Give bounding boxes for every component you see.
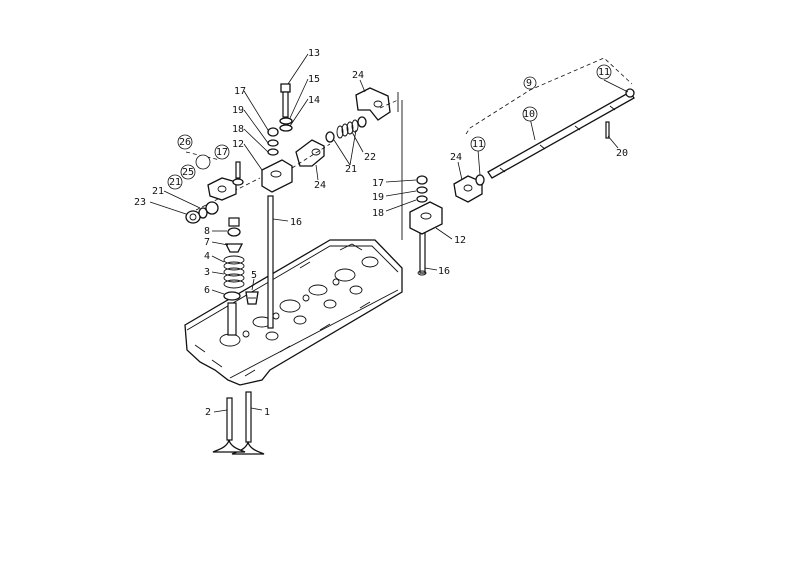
label-11-left: 11	[472, 139, 484, 150]
label-25: 25	[182, 167, 194, 178]
label-10: 10	[523, 109, 535, 120]
rocker-spring	[325, 116, 367, 143]
label-6: 6	[204, 285, 210, 296]
shaft-pin	[605, 121, 610, 139]
label-3: 3	[204, 267, 210, 278]
label-17-cluster: 17	[216, 147, 228, 158]
callout-labels: 1 2 3 4 5 6 7 8 9 10 11 11 12 12 13 14 1…	[134, 48, 628, 418]
rocker-arm-lower-left	[295, 139, 325, 167]
label-13: 13	[308, 48, 320, 59]
label-1: 1	[264, 407, 270, 418]
intake-valve	[212, 397, 246, 453]
label-14: 14	[308, 95, 320, 106]
adjust-screw	[232, 161, 244, 186]
valve-stem-seal	[245, 291, 259, 305]
label-21-cluster: 21	[169, 177, 181, 188]
rocker-arm-top	[355, 87, 391, 121]
label-24-right: 24	[450, 152, 462, 163]
shaft-plug-right	[625, 88, 635, 98]
rocker-support-left	[261, 159, 293, 193]
label-2: 2	[205, 407, 211, 418]
push-rod-left	[267, 195, 274, 329]
label-18-left: 18	[232, 124, 244, 135]
rocker-arm-right	[453, 175, 483, 203]
label-11-right: 11	[598, 67, 610, 78]
label-7: 7	[204, 237, 210, 248]
label-19-left: 19	[232, 105, 244, 116]
label-21-left: 21	[152, 186, 164, 197]
rocker-arm-left-cluster	[207, 177, 237, 201]
rocker-washers-left	[267, 117, 293, 156]
label-26: 26	[179, 137, 191, 148]
label-18-right: 18	[372, 208, 384, 219]
label-17-top: 17	[234, 86, 246, 97]
cylinder-head	[184, 239, 403, 386]
label-21-top: 21	[345, 164, 357, 175]
label-4: 4	[204, 251, 210, 262]
label-17-right: 17	[372, 178, 384, 189]
label-24-mid: 24	[314, 180, 326, 191]
label-16-left: 16	[290, 217, 302, 228]
label-24-top: 24	[352, 70, 364, 81]
rocker-washers-right	[416, 175, 428, 203]
label-23: 23	[134, 197, 146, 208]
label-16-right: 16	[438, 266, 450, 277]
label-12-left: 12	[232, 139, 244, 150]
label-15: 15	[308, 74, 320, 85]
label-12-right: 12	[454, 235, 466, 246]
label-8: 8	[204, 226, 210, 237]
label-22: 22	[364, 152, 376, 163]
rocker-bolt	[280, 83, 291, 118]
shaft-plug-left	[475, 174, 485, 186]
label-5: 5	[251, 270, 257, 281]
exhaust-valve	[231, 391, 265, 455]
label-20: 20	[616, 148, 628, 159]
left-washers	[185, 201, 219, 224]
rocker-shaft	[487, 91, 635, 179]
rocker-support-right	[409, 201, 443, 235]
label-19-right: 19	[372, 192, 384, 203]
valve-spring-stack	[223, 217, 245, 336]
label-9: 9	[526, 78, 532, 89]
